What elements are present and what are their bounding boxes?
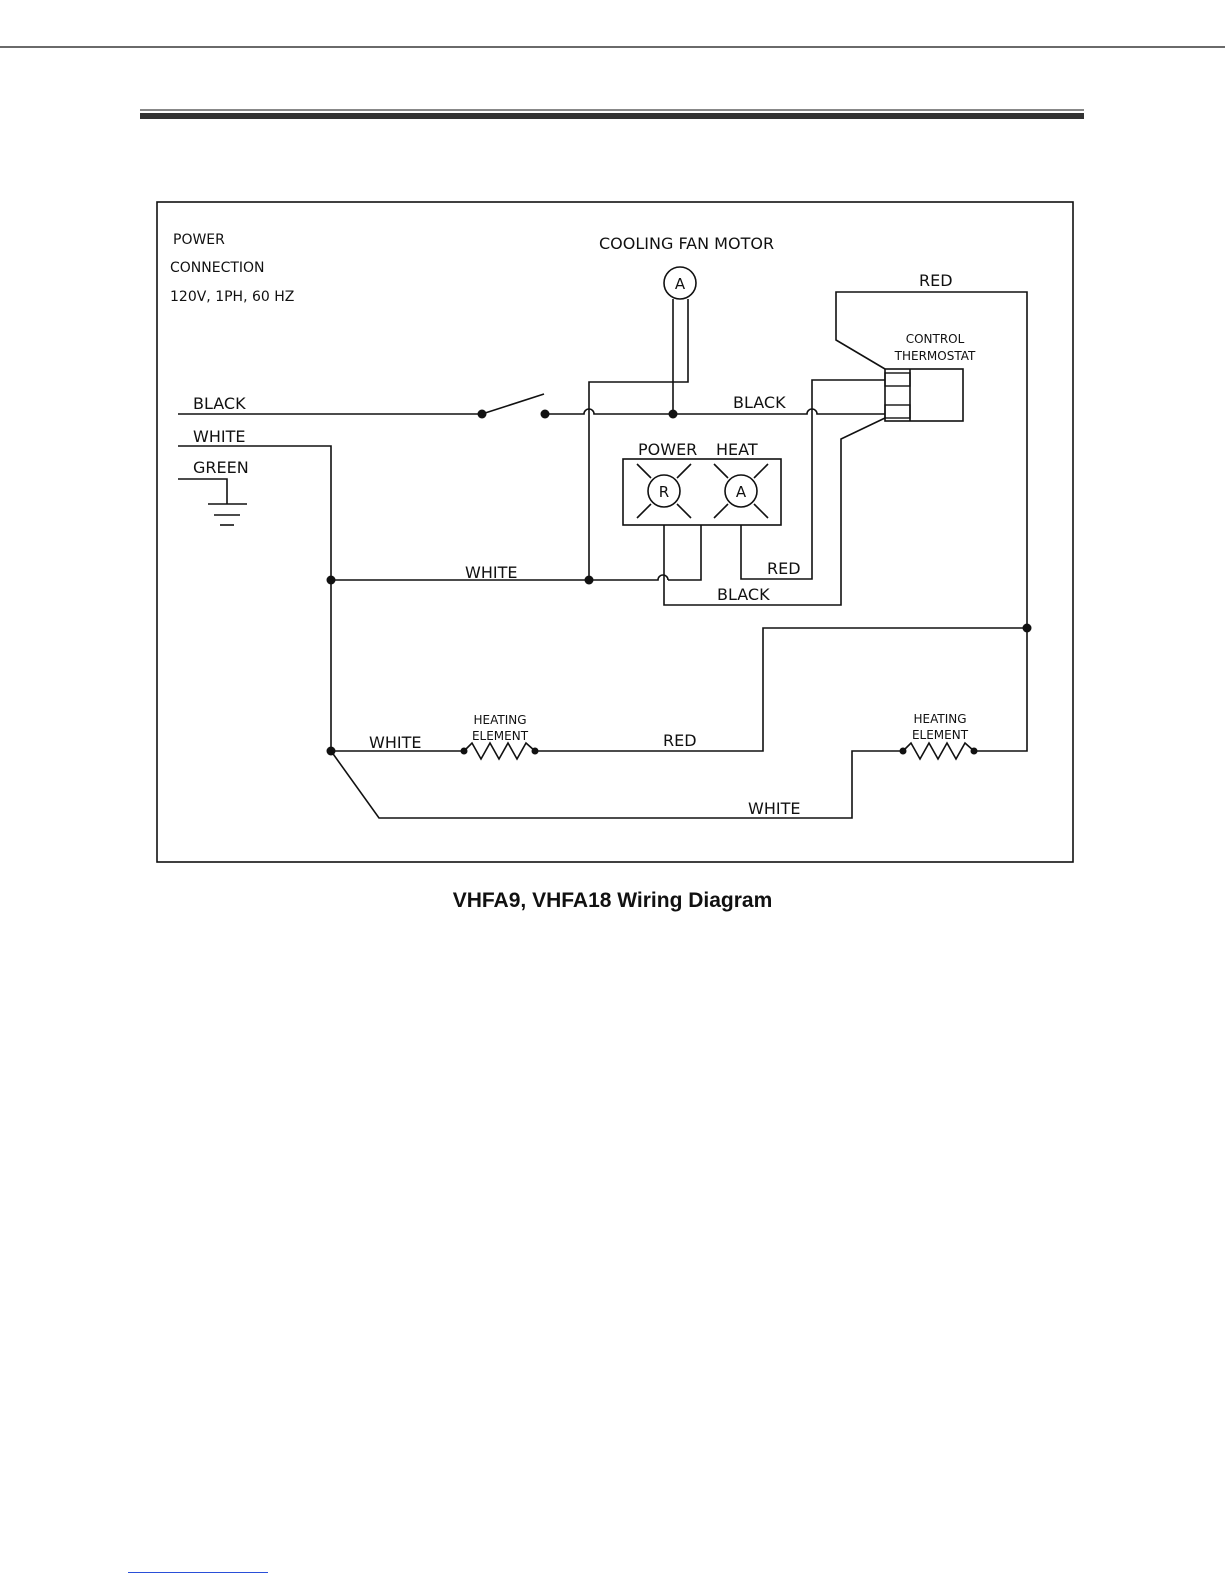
supply-rating-label: 120V, 1PH, 60 HZ [170, 289, 294, 305]
cooling-fan-motor-label: COOLING FAN MOTOR [599, 234, 774, 253]
control-thermostat-icon [885, 369, 963, 421]
white-bottom-wire [331, 751, 903, 818]
black-lamp-label: BLACK [717, 585, 770, 604]
power-lamp-label: POWER [638, 440, 697, 459]
ground-icon [178, 479, 247, 525]
heater1-label-2: ELEMENT [472, 729, 529, 743]
heater2-label-2: ELEMENT [912, 728, 969, 742]
white-bottom-label: WHITE [748, 799, 800, 818]
heat-lamp-label: HEAT [716, 440, 758, 459]
svg-text:A: A [736, 483, 747, 501]
cooling-fan-motor-icon: A [664, 267, 696, 299]
black-to-thermostat-label: BLACK [733, 393, 786, 412]
left-junction-dot-mid [327, 576, 336, 585]
diagram-frame [157, 202, 1073, 862]
red-heater1-label: RED [663, 731, 697, 750]
thermostat-label-1: CONTROL [906, 332, 965, 346]
heater2-label-1: HEATING [913, 712, 966, 726]
power-switch-icon [478, 394, 550, 419]
fan-neutral-junction-dot [585, 576, 594, 585]
white-mid-label: WHITE [465, 563, 517, 582]
heating-element-2-icon [900, 743, 978, 759]
white-heater1-label: WHITE [369, 733, 421, 752]
connection-label: CONNECTION [170, 260, 265, 276]
white-in-wire [178, 446, 331, 751]
thermostat-label-2: THERMOSTAT [894, 349, 976, 363]
green-in-label: GREEN [193, 458, 249, 477]
diagram-caption: VHFA9, VHFA18 Wiring Diagram [0, 889, 1225, 913]
heating-element-1-icon [461, 743, 539, 759]
svg-text:R: R [659, 483, 669, 501]
svg-text:A: A [675, 275, 686, 293]
heater1-label-1: HEATING [473, 713, 526, 727]
black-to-thermostat-wire [545, 409, 885, 414]
black-in-label: BLACK [193, 394, 246, 413]
power-label: POWER [173, 232, 225, 248]
white-in-label: WHITE [193, 427, 245, 446]
red-lamp-label: RED [767, 559, 801, 578]
power-lamp-lead-right [668, 525, 701, 580]
footer-link-rule [128, 1572, 268, 1573]
red-top-label: RED [919, 271, 953, 290]
